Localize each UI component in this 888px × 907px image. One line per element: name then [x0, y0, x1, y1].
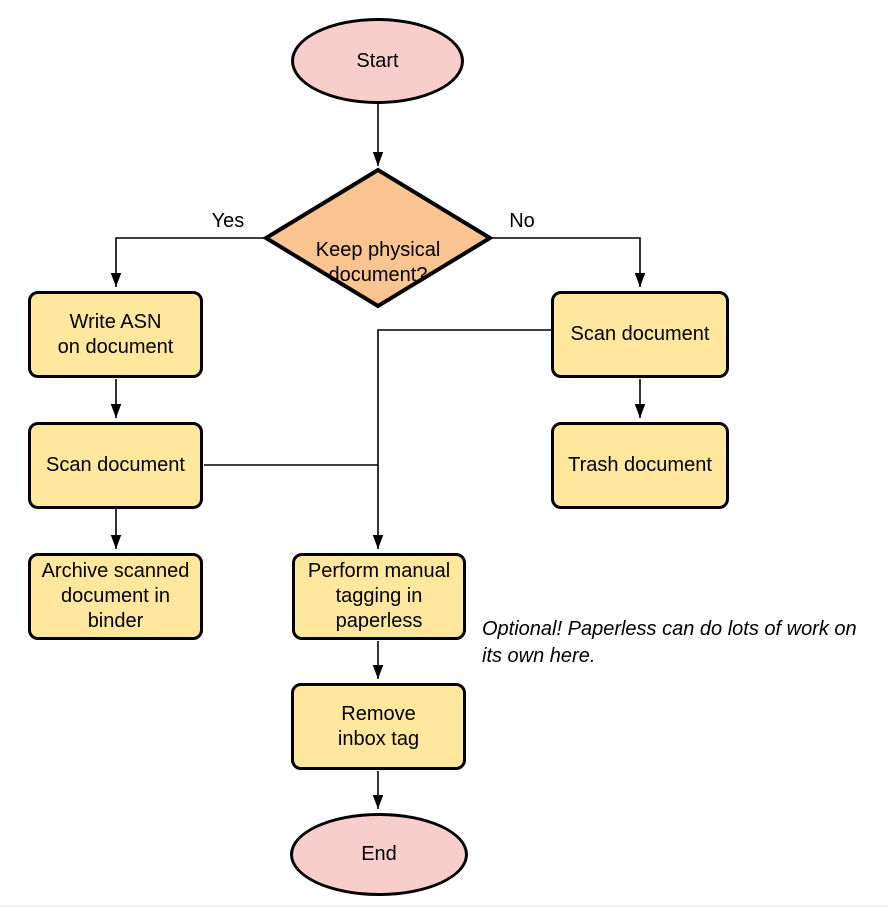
decision-diamond-shape	[262, 167, 494, 309]
node-remove-inbox-tag: Remove inbox tag	[291, 683, 466, 770]
optional-note-text: Optional! Paperless can do lots of work …	[482, 618, 857, 667]
node-start-label: Start	[356, 49, 399, 72]
node-scan-document-left-label: Scan document	[46, 454, 185, 476]
edge-label-no: No	[509, 210, 535, 232]
node-decision-keep-physical-document: Keep physical document?	[288, 213, 468, 288]
node-scan-document-right: Scan document	[551, 291, 729, 378]
node-tagging-label: Perform manual tagging in paperless	[307, 560, 451, 632]
node-archive-scanned-document: Archive scanned document in binder	[28, 553, 203, 640]
node-perform-manual-tagging: Perform manual tagging in paperless	[292, 553, 466, 640]
edge-scan-right-to-tagging	[372, 329, 551, 549]
node-archive-label: Archive scanned document in binder	[41, 560, 190, 632]
edge-decision-yes-to-write-asn	[110, 237, 266, 287]
edge-decision-no-to-scan-right	[490, 237, 646, 287]
node-decision-label: Keep physical document?	[315, 239, 441, 286]
edge-label-yes: Yes	[211, 210, 245, 232]
node-scan-document-left: Scan document	[28, 422, 203, 509]
node-end-label: End	[361, 843, 397, 865]
node-scan-document-right-label: Scan document	[570, 323, 710, 345]
node-trash-document: Trash document	[551, 422, 729, 509]
node-write-asn-on-document: Write ASN on document	[28, 291, 203, 378]
node-write-asn-label: Write ASN on document	[57, 310, 174, 358]
node-start: Start	[291, 18, 464, 104]
node-remove-inbox-label: Remove inbox tag	[337, 702, 420, 750]
node-end: End	[290, 813, 468, 896]
node-trash-document-label: Trash document	[568, 454, 712, 476]
